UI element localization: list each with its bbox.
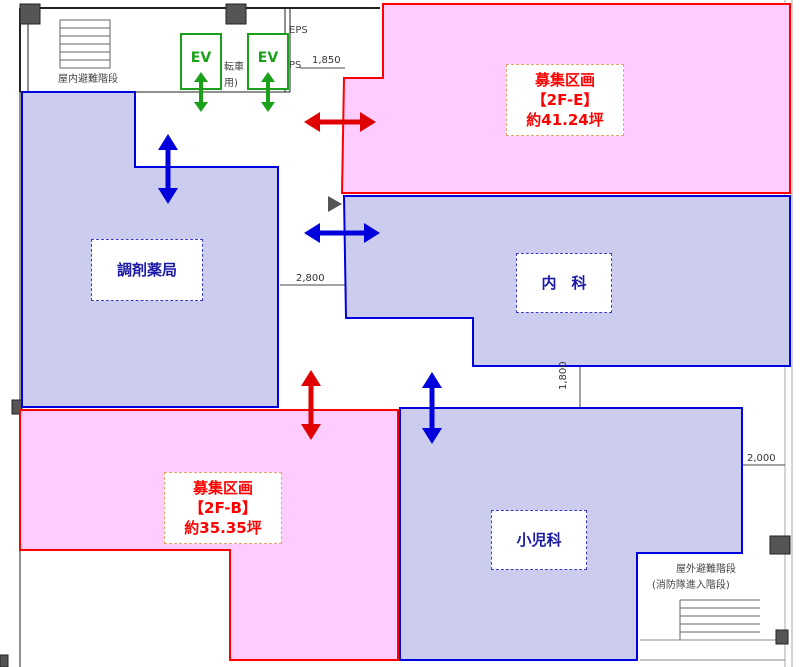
recruit-b-title: 募集区画	[192, 478, 253, 497]
recruit-b-label: 募集区画 【2F-B】 約35.35坪	[164, 472, 282, 544]
outdoor-stairs	[679, 599, 760, 640]
dimension-lines	[280, 67, 785, 466]
recruit-e-label: 募集区画 【2F-E】 約41.24坪	[506, 64, 624, 136]
access-arrows	[158, 72, 442, 444]
pharmacy-name: 調剤薬局	[116, 260, 177, 279]
elevator-2-access-arrow-icon	[261, 72, 275, 112]
indoor-stairs-label: 屋内避難階段	[58, 72, 118, 85]
recruit-b-area: 約35.35坪	[184, 519, 262, 538]
pharmacy-access-arrow-icon	[158, 134, 178, 204]
bicycle-label-1: 転車	[224, 60, 244, 73]
recruit-e-access-arrow-icon	[304, 112, 376, 132]
dimension-label: 1,800	[558, 361, 569, 390]
recruit-e-title: 募集区画	[534, 70, 595, 89]
fire-access-label: (消防隊進入階段)	[652, 578, 730, 591]
elevator-1-access-arrow-icon	[194, 72, 208, 112]
ps-label: PS	[289, 60, 301, 71]
dimension-label: 2,000	[747, 453, 776, 464]
internal-access-arrow-icon	[304, 223, 380, 243]
eps-label: EPS	[289, 25, 308, 36]
dimension-label: 1,850	[312, 55, 341, 66]
recruit-e-code: 【2F-E】	[531, 90, 599, 109]
recruit-b-access-arrow-icon	[301, 370, 321, 440]
recruit-e-area: 約41.24坪	[526, 111, 604, 130]
pediatrics-access-arrow-icon	[422, 372, 442, 444]
recruit-b-code: 【2F-B】	[189, 498, 257, 517]
outdoor-stairs-label: 屋外避難階段	[676, 562, 736, 575]
internal-medicine-label: 内 科	[516, 253, 612, 313]
pharmacy-label: 調剤薬局	[91, 239, 203, 301]
internal-medicine-name: 内 科	[541, 273, 587, 292]
elevator-1-label: EV	[191, 50, 212, 66]
dimension-label: 2,800	[296, 273, 325, 284]
pediatrics-name: 小児科	[516, 530, 562, 549]
entrance-marker-icon	[328, 196, 342, 212]
elevator-2-label: EV	[258, 50, 279, 66]
pillars	[0, 3, 791, 667]
pediatrics-label: 小児科	[491, 510, 587, 570]
indoor-stairs	[59, 19, 111, 69]
bicycle-label-2: 用)	[224, 78, 238, 89]
